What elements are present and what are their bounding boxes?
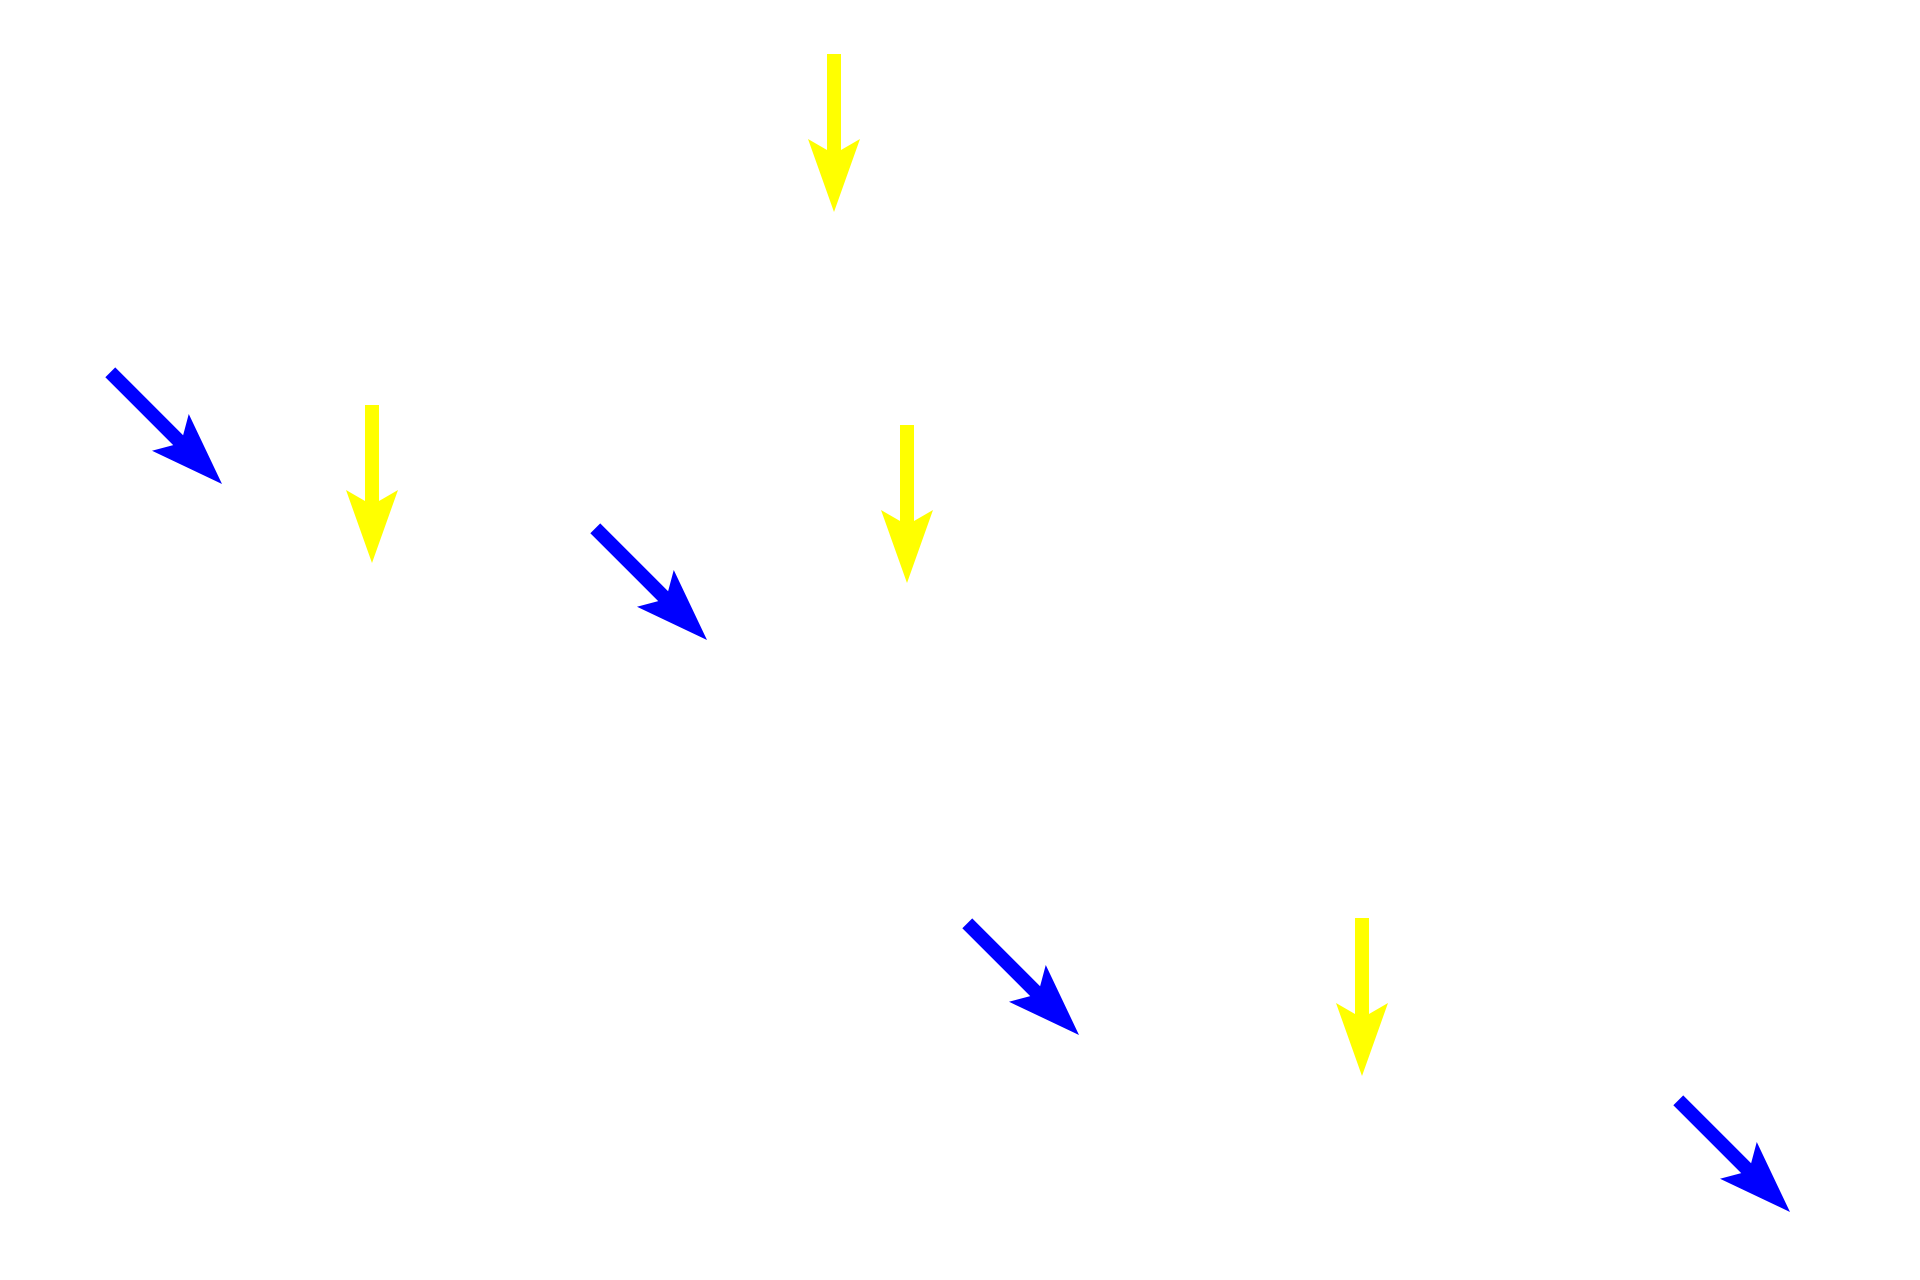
arrow-down-right-icon <box>576 509 726 659</box>
arrow-down-icon <box>1336 918 1388 1076</box>
arrow-down-right-icon <box>948 904 1098 1054</box>
arrow-down-right-icon <box>1659 1081 1809 1231</box>
arrow-down-right-icon <box>91 353 241 503</box>
arrow-down-icon <box>808 54 860 212</box>
arrow-down-icon <box>346 405 398 563</box>
arrow-down-icon <box>881 425 933 583</box>
